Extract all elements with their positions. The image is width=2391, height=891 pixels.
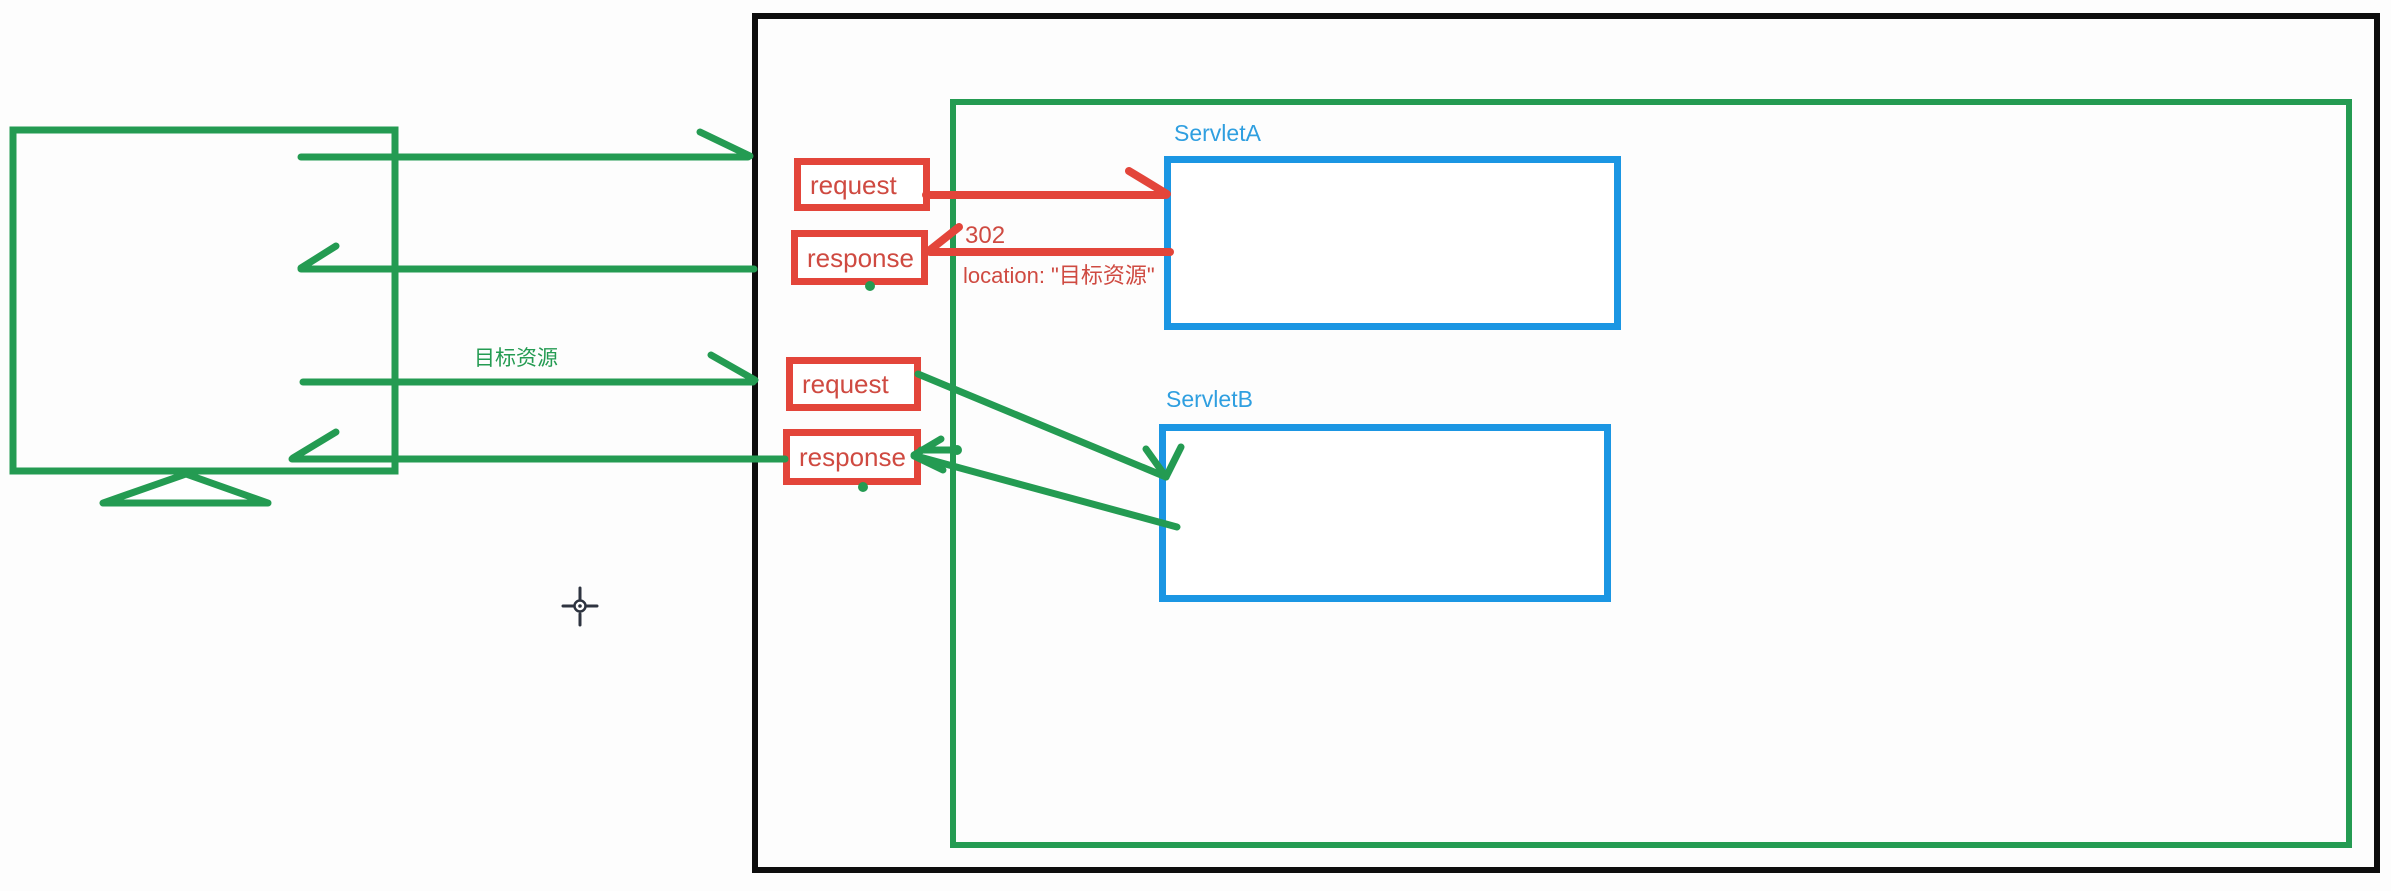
client-monitor-stand (99, 470, 272, 507)
status-code-note: 302 (965, 222, 1006, 249)
crosshair-cursor-icon (561, 586, 599, 627)
server-container-box (752, 13, 2380, 873)
servlet-b-box (1159, 424, 1611, 602)
client-response-2-arrowhead (289, 428, 340, 462)
client-response-1-arrowhead (297, 242, 340, 272)
client-monitor-shape (9, 126, 399, 475)
servlet-b-label: ServletB (1166, 386, 1253, 412)
servlet-a-label: ServletA (1174, 120, 1261, 146)
response-a-label: response (807, 242, 914, 273)
response-b-label: response (799, 442, 906, 472)
request-b-label: request (802, 369, 889, 399)
request-a-box: request (794, 158, 930, 211)
target-resource-label: 目标资源 (474, 347, 558, 370)
servlet-a-box (1164, 156, 1621, 330)
request-a-label: request (810, 169, 897, 200)
client-request-1-arrowhead (696, 128, 754, 160)
response-a-box: response (791, 230, 928, 285)
location-header-note: location: "目标资源" (963, 263, 1155, 288)
client-request-2-arrowhead (707, 351, 759, 384)
response-b-box: response (783, 429, 921, 485)
request-b-box: request (786, 357, 921, 411)
